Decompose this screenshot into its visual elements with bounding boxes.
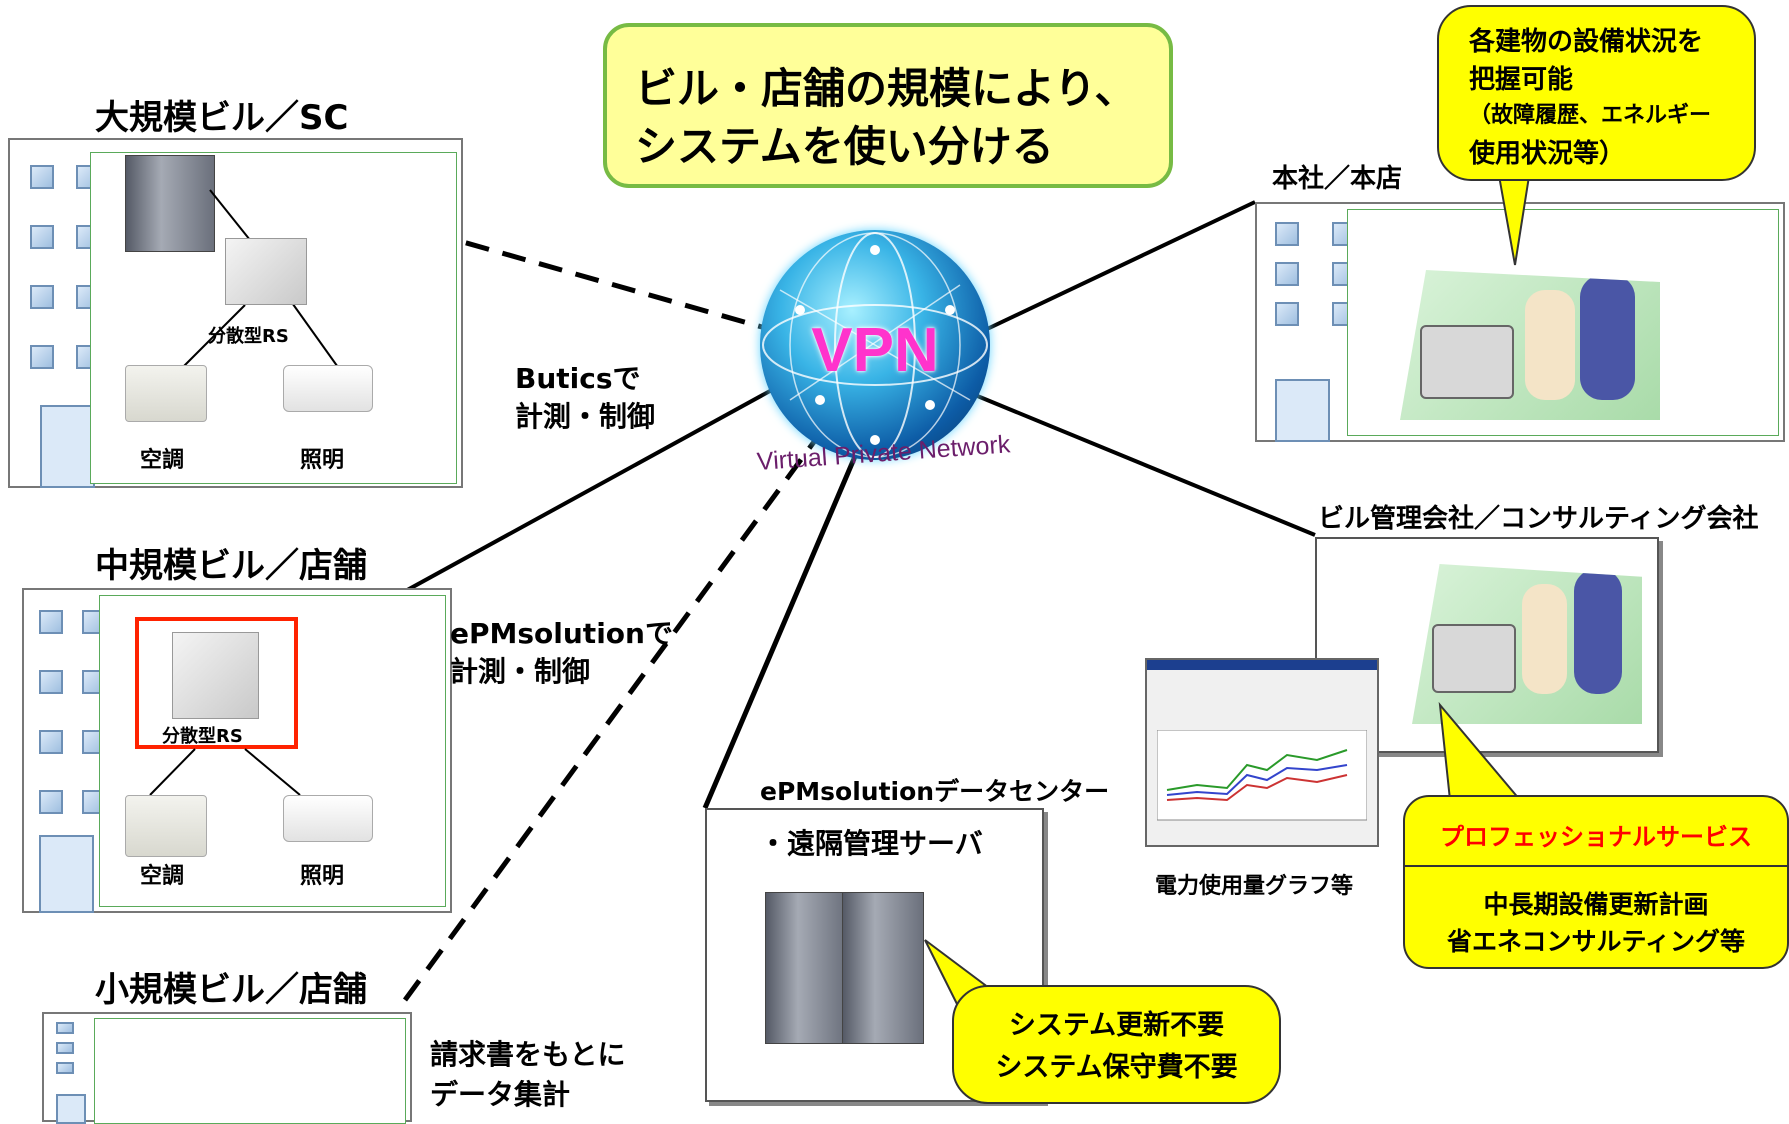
large-rs-label: 分散型RS bbox=[208, 326, 289, 347]
datacenter-line2: ・遠隔管理サーバ bbox=[759, 827, 983, 860]
hq-callout-line3: （故障履歴、エネルギー bbox=[1469, 103, 1712, 128]
dc-callout: システム更新不要 システム保守費不要 bbox=[952, 985, 1281, 1104]
vpn-text: VPN bbox=[811, 316, 939, 385]
small-building bbox=[42, 1012, 412, 1124]
large-internal-lines bbox=[179, 189, 341, 371]
person-icon bbox=[1574, 569, 1622, 694]
line-small-vpn bbox=[402, 418, 833, 1002]
rs-controller-icon bbox=[172, 632, 259, 719]
headline-line1: ビル・店舗の規模により、 bbox=[635, 64, 1137, 113]
window-icon bbox=[56, 1042, 74, 1054]
graph-caption: 電力使用量グラフ等 bbox=[1155, 874, 1354, 899]
medium-internal-lines bbox=[149, 748, 301, 796]
pro-callout-line2: 省エネコンサルティング等 bbox=[1446, 927, 1745, 956]
graph-lines bbox=[1157, 730, 1367, 821]
power-graph-screenshot bbox=[1145, 658, 1379, 847]
mgmt-title: ビル管理会社／コンサルティング会社 bbox=[1318, 504, 1759, 534]
mgmt-frame bbox=[1315, 537, 1659, 753]
window-icon bbox=[39, 790, 63, 814]
dc-callout-tail bbox=[924, 939, 987, 1012]
datacenter-line1: ePMsolutionデータセンター bbox=[760, 777, 1110, 806]
small-building-title: 小規模ビル／店舗 bbox=[95, 970, 367, 1010]
window-icon bbox=[39, 670, 63, 694]
window-icon bbox=[30, 285, 54, 309]
pro-callout-header: プロフェッショナルサービス bbox=[1440, 823, 1752, 851]
dc-callout-line2: システム保守費不要 bbox=[995, 1052, 1238, 1083]
window-icon bbox=[56, 1022, 74, 1034]
small-method-line1: 請求書をもとに bbox=[430, 1038, 626, 1071]
window-titlebar bbox=[1147, 660, 1377, 670]
office-workers-illustration bbox=[1400, 270, 1660, 420]
computer-icon bbox=[1432, 624, 1516, 693]
window-icon bbox=[39, 730, 63, 754]
window-icon bbox=[1275, 262, 1299, 286]
medium-light-label: 照明 bbox=[300, 864, 345, 889]
window-icon bbox=[1275, 222, 1299, 246]
medium-rs-label: 分散型RS bbox=[162, 726, 243, 747]
rs-controller-icon bbox=[225, 238, 307, 305]
light-fixture-icon bbox=[283, 795, 373, 842]
hq-building bbox=[1255, 202, 1785, 442]
window-icon bbox=[30, 345, 54, 369]
small-method-line2: データ集計 bbox=[430, 1078, 571, 1111]
large-method-line1: Buticsで bbox=[515, 362, 641, 395]
globe-network-icon bbox=[762, 232, 988, 458]
callout-divider bbox=[1405, 865, 1787, 867]
window-icon bbox=[56, 1062, 74, 1074]
air-conditioner-icon bbox=[125, 795, 207, 857]
light-fixture-icon bbox=[283, 365, 373, 412]
person-icon bbox=[1525, 290, 1575, 400]
door-icon bbox=[39, 835, 94, 913]
medium-method-line1: ePMsolutionで bbox=[450, 617, 673, 650]
vpn-globe-icon bbox=[760, 230, 990, 460]
line-mgmt-vpn bbox=[974, 393, 1316, 537]
large-building-title: 大規模ビル／SC bbox=[95, 98, 349, 138]
line-datacenter-vpn bbox=[702, 439, 865, 809]
hq-callout-line2: 把握可能 bbox=[1469, 65, 1574, 95]
pro-services-callout: プロフェッショナルサービス 中長期設備更新計画 省エネコンサルティング等 bbox=[1403, 795, 1789, 969]
medium-building-title: 中規模ビル／店舗 bbox=[95, 546, 367, 586]
headline-box: ビル・店舗の規模により、 システムを使い分ける bbox=[603, 23, 1173, 188]
window-icon bbox=[30, 225, 54, 249]
medium-hvac-label: 空調 bbox=[140, 864, 185, 889]
person-icon bbox=[1522, 584, 1567, 694]
door-icon bbox=[40, 405, 95, 488]
rack-server-icon bbox=[842, 892, 924, 1044]
computer-icon bbox=[1420, 325, 1514, 399]
office-workers-illustration bbox=[1412, 564, 1642, 724]
hq-callout-line4: 使用状況等） bbox=[1469, 139, 1626, 169]
headline-line2: システムを使い分ける bbox=[635, 122, 1054, 171]
window-icon bbox=[30, 165, 54, 189]
window-icon bbox=[1275, 302, 1299, 326]
line-large-vpn bbox=[209, 167, 791, 338]
small-inner-frame bbox=[94, 1018, 406, 1124]
large-light-label: 照明 bbox=[300, 448, 345, 473]
dc-callout-line1: システム更新不要 bbox=[1008, 1010, 1225, 1041]
medium-method-line2: 計測・制御 bbox=[450, 655, 591, 688]
large-hvac-label: 空調 bbox=[140, 448, 185, 473]
hq-title: 本社／本店 bbox=[1272, 164, 1403, 194]
air-conditioner-icon bbox=[125, 365, 207, 422]
hq-callout: 各建物の設備状況を 把握可能 （故障履歴、エネルギー 使用状況等） bbox=[1437, 5, 1756, 181]
hq-callout-line1: 各建物の設備状況を bbox=[1469, 27, 1704, 57]
pro-callout-line1: 中長期設備更新計画 bbox=[1483, 890, 1709, 919]
line-hq-vpn bbox=[984, 200, 1256, 332]
window-icon bbox=[39, 610, 63, 634]
tower-server-icon bbox=[125, 155, 215, 252]
large-method-line2: 計測・制御 bbox=[515, 400, 656, 433]
door-icon bbox=[1275, 379, 1330, 442]
person-icon bbox=[1580, 275, 1635, 400]
